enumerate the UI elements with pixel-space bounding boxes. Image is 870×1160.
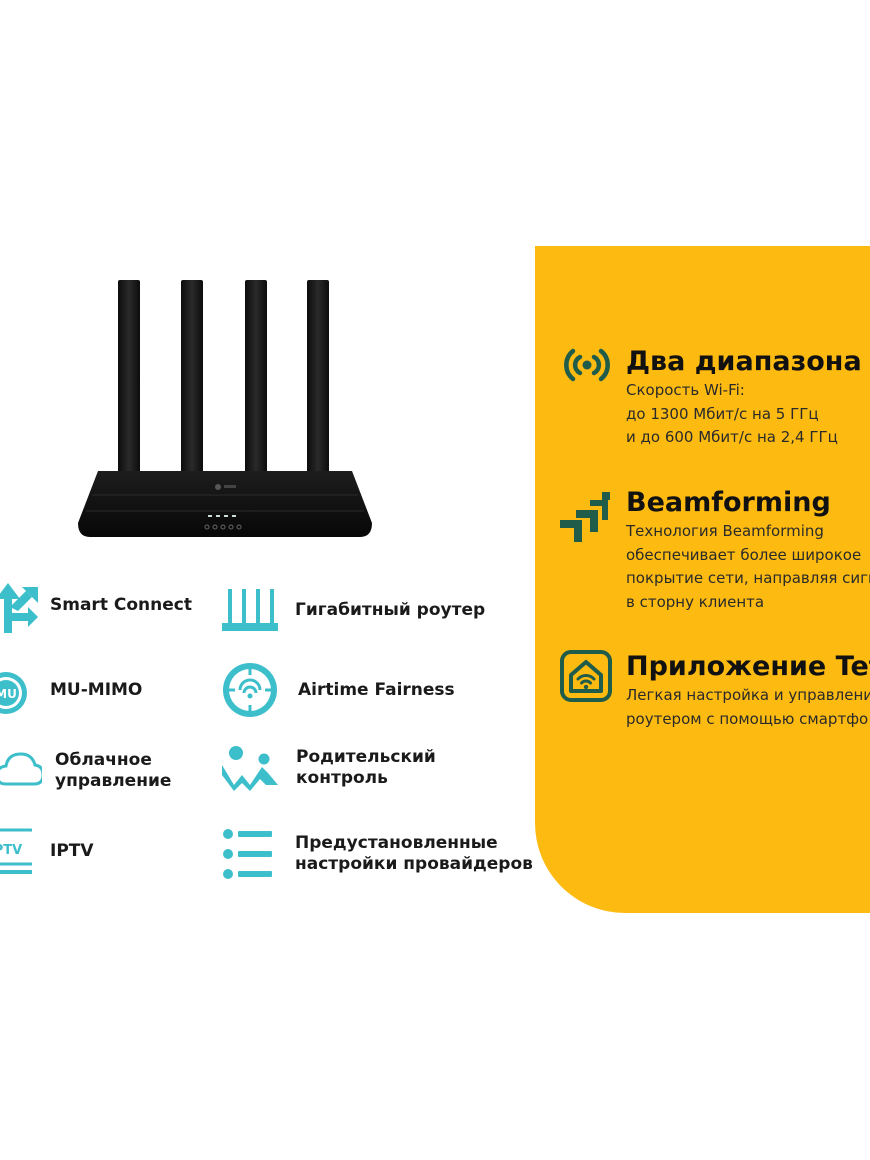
mu-mimo-icon: MU (0, 667, 46, 714)
feature-gigabit-router: Гигабитный роутер (222, 587, 485, 633)
panel-item-description: Технология Beamforming обеспечивает боле… (626, 522, 870, 611)
feature-label: Предустановленные настройки провайдеров (295, 833, 533, 874)
panel-item-title: Beamforming (626, 487, 831, 518)
cloud-icon (0, 748, 46, 794)
wifi-broadcast-icon (560, 345, 614, 399)
tether-app-icon (560, 650, 614, 704)
feature-cloud-management: Облачное управление (0, 748, 171, 794)
parental-control-icon (222, 745, 278, 791)
feature-label: Облачное управление (55, 750, 172, 791)
feature-label: Гигабитный роутер (295, 599, 486, 620)
feature-provider-presets: Предустановленные настройки провайдеров (222, 828, 533, 880)
iptv-icon: PTV (0, 828, 36, 874)
svg-text:PTV: PTV (0, 843, 22, 858)
gigabit-router-icon (222, 587, 278, 633)
feature-smart-connect: Smart Connect (0, 582, 192, 633)
svg-text:MU: MU (0, 687, 17, 701)
beamforming-icon (560, 492, 614, 546)
feature-mu-mimo: MU MU-MIMO (0, 667, 143, 714)
router-image (70, 275, 380, 545)
features-panel: Два диапазона Скорость Wi-Fi: до 1300 Мб… (535, 246, 870, 913)
feature-label: Airtime Fairness (298, 679, 455, 700)
panel-item-description: Скорость Wi-Fi: до 1300 Мбит/с на 5 ГГц … (626, 381, 838, 446)
branching-arrows-icon (0, 582, 46, 633)
feature-label: IPTV (50, 840, 94, 861)
provider-settings-list-icon (222, 828, 272, 880)
feature-airtime-fairness: Airtime Fairness (222, 662, 455, 718)
panel-item-description: Легкая настройка и управлени роутером с … (626, 686, 870, 728)
feature-parental-control: Родительский контроль (222, 745, 436, 791)
panel-item-title: Два диапазона (626, 346, 862, 377)
panel-item-title: Приложение Teth (626, 651, 870, 682)
feature-label: Родительский контроль (296, 747, 436, 788)
airtime-fairness-icon (222, 662, 278, 718)
feature-label: Smart Connect (50, 594, 192, 615)
feature-label: MU-MIMO (50, 679, 143, 700)
feature-iptv: PTV IPTV (0, 828, 94, 874)
